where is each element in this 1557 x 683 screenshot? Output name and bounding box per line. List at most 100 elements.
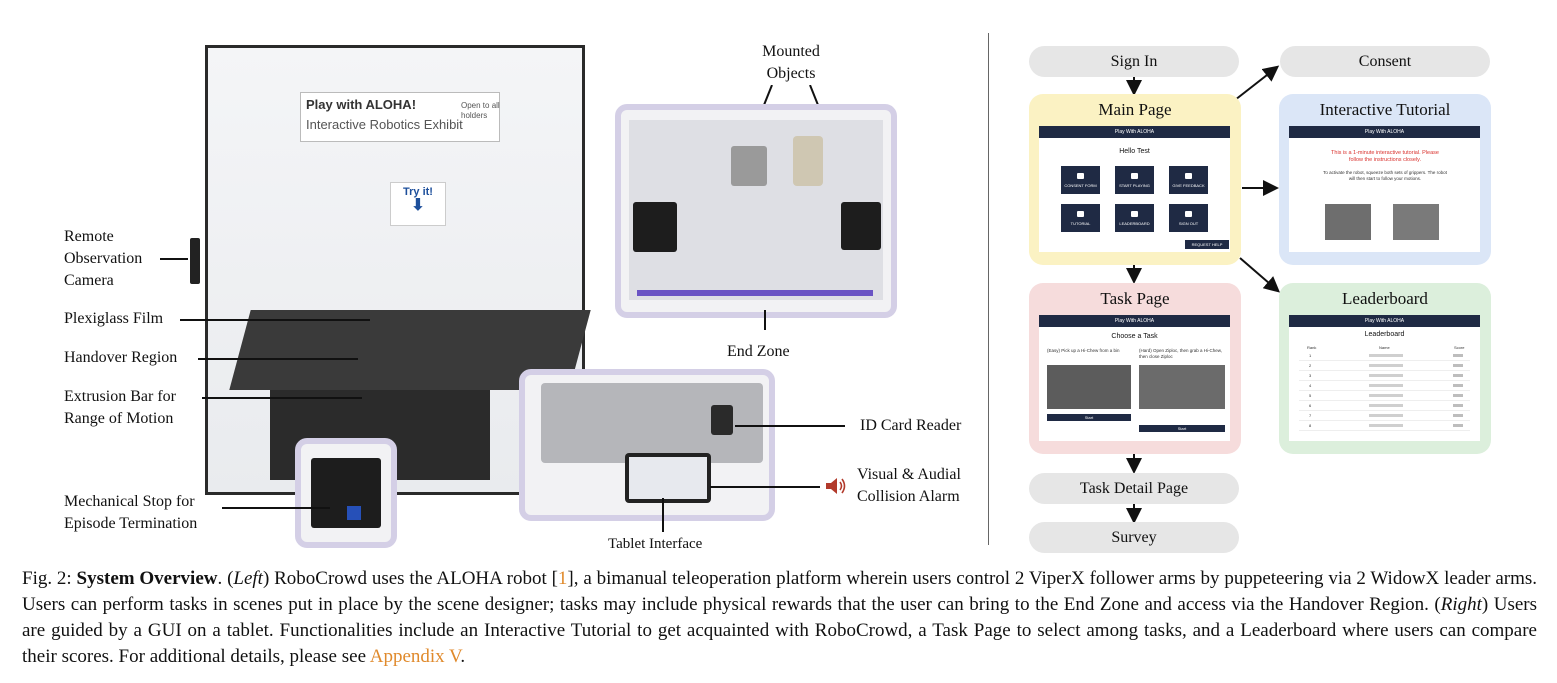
leaderboard-row-divider (1299, 370, 1470, 371)
node-main-page: Main Page Play With ALOHA Hello Test CON… (1029, 94, 1241, 265)
task-2-start-button: Start (1139, 425, 1225, 432)
leaderboard-row-divider (1299, 430, 1470, 431)
label-alarm: Visual & Audial Collision Alarm (857, 464, 961, 508)
figure-caption: Fig. 2: System Overview. (Left) RoboCrow… (22, 566, 1537, 670)
task-2-text: (Hard) Open Ziploc, then grab a Hi-Chew,… (1139, 348, 1223, 359)
label-remote-camera-line2: Observation (64, 250, 143, 267)
leaderboard-row-divider (1299, 390, 1470, 391)
leaderboard-row-divider (1299, 360, 1470, 361)
end-zone-inset (615, 104, 897, 318)
leaderboard-score-placeholder (1453, 424, 1463, 427)
leaderboard-score-placeholder (1453, 364, 1463, 367)
leaderboard-rank: 4 (1309, 383, 1312, 388)
leaderboard-name-placeholder (1369, 394, 1403, 397)
main-greeting: Hello Test (1119, 148, 1150, 155)
caption-part3: ], a bimanual teleoperation platform whe… (22, 568, 1538, 615)
left-gripper (633, 202, 677, 252)
leaderboard-name-placeholder (1369, 404, 1403, 407)
leaderboard-rank: 3 (1309, 373, 1312, 378)
banner-line-3: Open to all holders (461, 101, 500, 120)
task-2-start-label: Start (1177, 426, 1187, 431)
caption-ref-link[interactable]: 1 (557, 568, 568, 589)
tutorial-photo-left (1325, 204, 1371, 240)
leader-line-tablet (662, 498, 664, 532)
leaderboard-score-placeholder (1453, 354, 1463, 357)
caption-appendix-link[interactable]: Appendix V (369, 646, 461, 667)
camera-mount (190, 238, 200, 284)
node-interactive-tutorial: Interactive Tutorial Play With ALOHA Thi… (1279, 94, 1491, 265)
caption-left: Left (233, 568, 263, 589)
label-mounted-objects: Mounted Objects (748, 41, 834, 85)
caption-part4: ) Users are guided by a GUI on a tablet.… (22, 594, 1537, 667)
leaderboard-rank: 5 (1309, 393, 1312, 398)
tile-leaderboard: LEADERBOARD (1115, 204, 1154, 232)
label-plexiglass: Plexiglass Film (64, 310, 164, 327)
label-mech-stop-line1: Mechanical Stop for (64, 493, 195, 510)
label-extrusion-line1: Extrusion Bar for (64, 388, 176, 405)
leaderboard-row-divider (1299, 410, 1470, 411)
leader-line-plexiglass (180, 319, 370, 321)
mechanical-stop-inset (295, 438, 397, 548)
caption-part2: ) RoboCrowd uses the ALOHA robot [ (262, 568, 558, 589)
caption-right: Right (1440, 594, 1482, 615)
tutorial-instruction: To activate the robot, squeeze both sets… (1323, 170, 1447, 181)
col-name: Name (1379, 345, 1390, 350)
leader-line-extrusion (202, 397, 362, 399)
tile-consent-form: CONSENT FORM (1061, 166, 1100, 194)
leaderboard-score-placeholder (1453, 384, 1463, 387)
leaderboard-name-placeholder (1369, 354, 1403, 357)
figure-divider (988, 33, 989, 545)
task-1-image (1047, 365, 1131, 409)
label-mounted-line1: Mounted (762, 43, 820, 60)
col-score: Score (1454, 345, 1465, 350)
leaderboard-title: Leaderboard (1342, 289, 1428, 308)
tile-give-feedback: GIVE FEEDBACK (1169, 166, 1208, 194)
leaderboard-rank: 1 (1309, 353, 1312, 358)
tutorial-app-bar: Play With ALOHA (1289, 126, 1480, 138)
leaderboard-name-placeholder (1369, 374, 1403, 377)
id-card-reader-device (711, 405, 733, 435)
mounted-jar (793, 136, 823, 186)
exhibit-banner: Play with ALOHA! Interactive Robotics Ex… (300, 92, 500, 142)
leaderboard-score-placeholder (1453, 394, 1463, 397)
gripper-closeup (311, 458, 381, 528)
arrow-down-icon: ⬇ (411, 197, 425, 214)
node-survey: Survey (1029, 522, 1239, 553)
main-app-bar: Play With ALOHA (1039, 126, 1230, 138)
leaderboard-rank: 6 (1309, 403, 1312, 408)
leaderboard-row-divider (1299, 380, 1470, 381)
leaderboard-row-divider (1299, 400, 1470, 401)
label-end-zone: End Zone (727, 343, 790, 360)
request-help-button: REQUEST HELP (1185, 240, 1229, 249)
tablet-screen (629, 457, 707, 499)
tile-tutorial: TUTORIAL (1061, 204, 1100, 232)
leaderboard-app-bar: Play With ALOHA (1289, 315, 1480, 327)
task-page-screen: Play With ALOHA Choose a Task (Easy) Pic… (1039, 315, 1230, 441)
speaker-icon (826, 478, 846, 494)
leaderboard-name-placeholder (1369, 414, 1403, 417)
node-task-page: Task Page Play With ALOHA Choose a Task … (1029, 283, 1241, 454)
caption-part1: . ( (217, 568, 234, 589)
leader-line-mech-stop (222, 507, 330, 509)
try-it-sign: Try it! ⬇ (390, 182, 446, 226)
leader-line-alarm (710, 486, 820, 488)
leaderboard-rank: 8 (1309, 423, 1312, 428)
label-remote-camera: Remote Observation Camera (64, 226, 142, 292)
leaderboard-score-placeholder (1453, 374, 1463, 377)
caption-bold: System Overview (76, 568, 218, 589)
task-1-text: (Easy) Pick up a Hi-Chew from a bin (1047, 348, 1120, 353)
label-mech-stop-line2: Episode Termination (64, 515, 198, 532)
col-rank: Rank (1307, 345, 1317, 350)
leaderboard-score-placeholder (1453, 404, 1463, 407)
tutorial-photo-right (1393, 204, 1439, 240)
tutorial-screen: Play With ALOHA This is a 1-minute inter… (1289, 126, 1480, 252)
label-remote-camera-line1: Remote (64, 228, 114, 245)
tutorial-title: Interactive Tutorial (1319, 100, 1451, 119)
leaderboard-rank: 2 (1309, 363, 1312, 368)
tutorial-warning: This is a 1-minute interactive tutorial.… (1331, 150, 1439, 163)
label-remote-camera-line3: Camera (64, 272, 114, 289)
main-page-screen: Play With ALOHA Hello Test CONSENT FORM … (1039, 126, 1230, 252)
task-heading: Choose a Task (1111, 333, 1158, 340)
leader-line-camera (160, 258, 188, 260)
